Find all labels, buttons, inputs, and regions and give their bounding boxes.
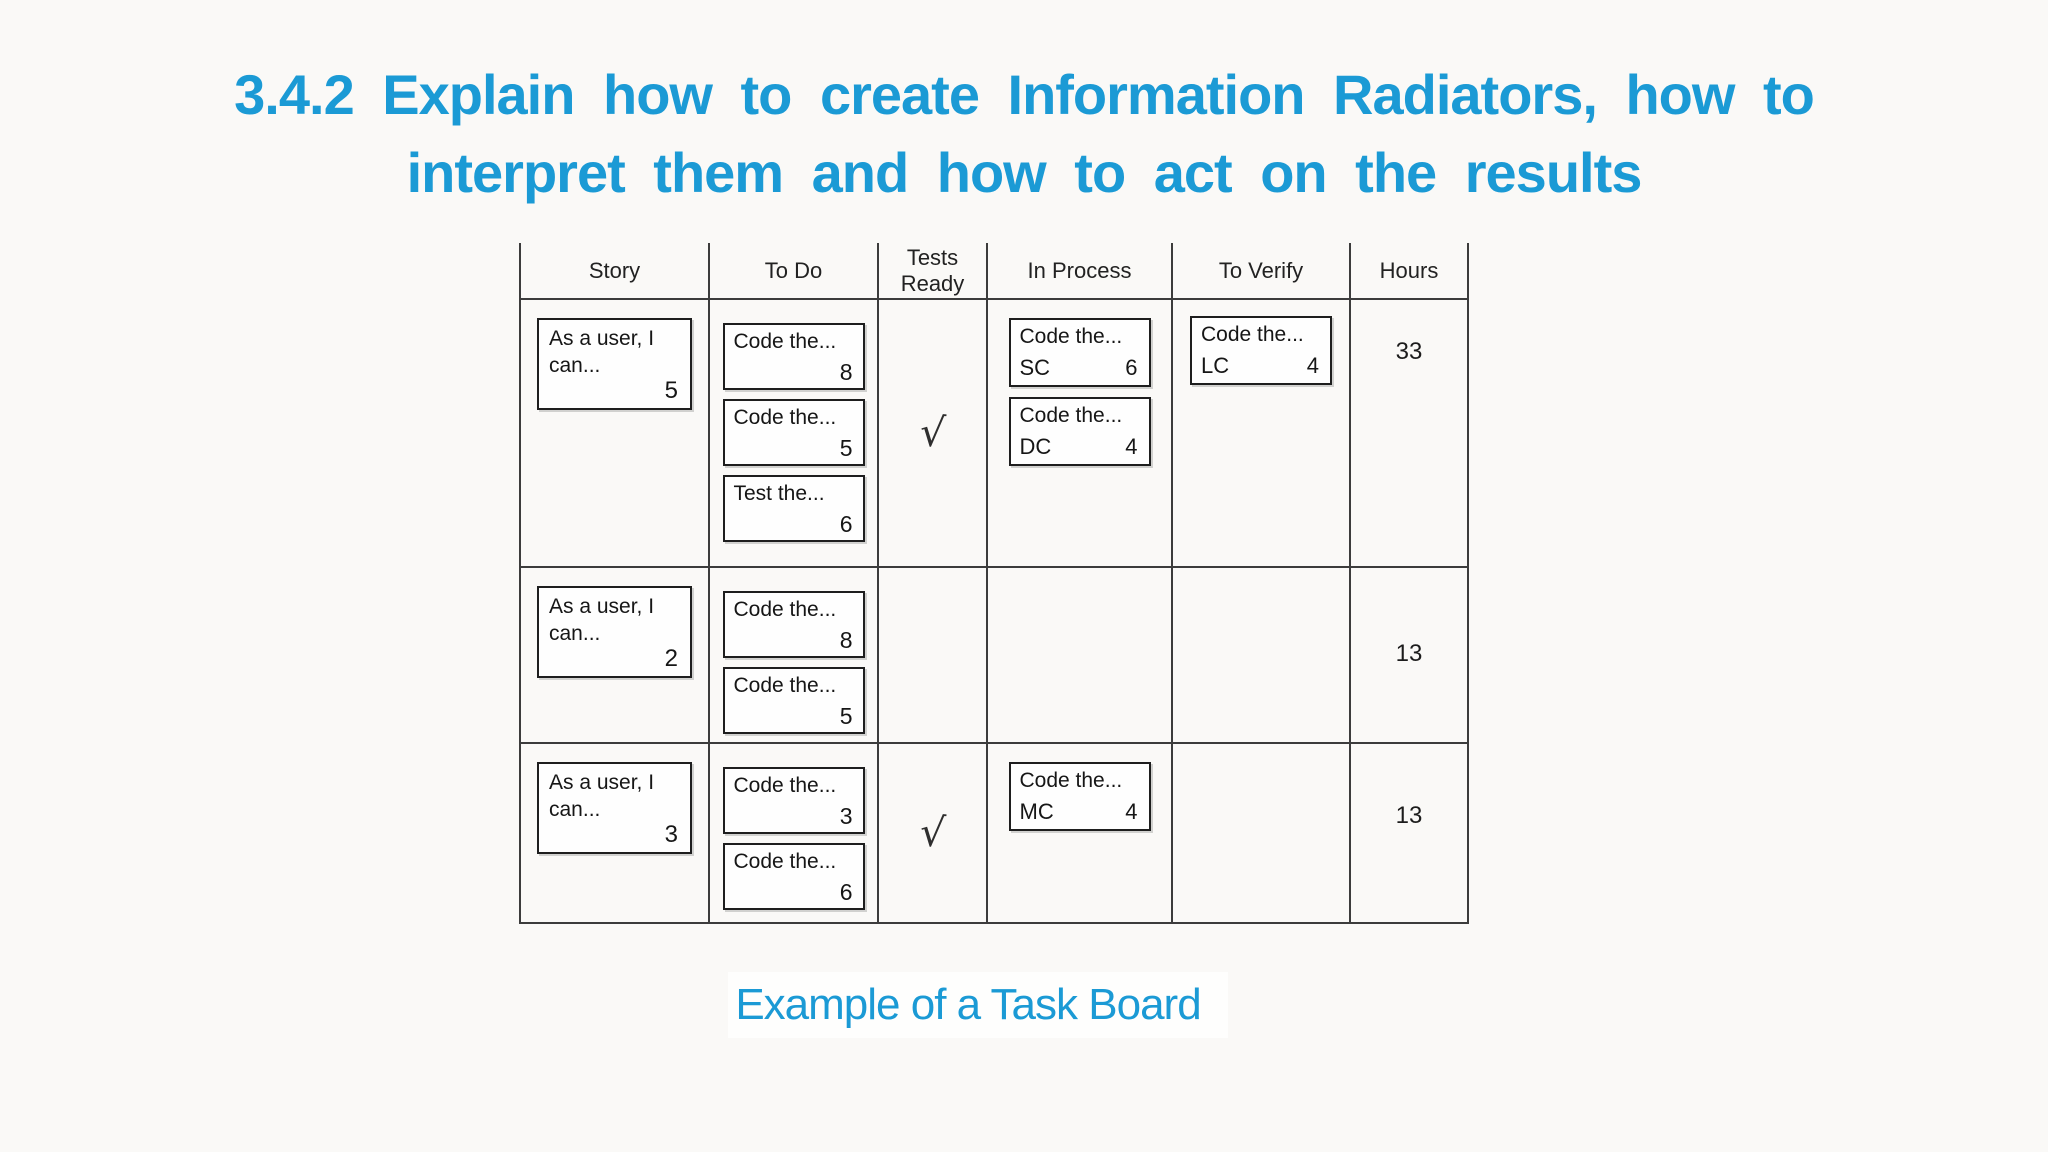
task-card-label: Code the... xyxy=(733,850,837,873)
slide-title-line2: interpret them and how to act on the res… xyxy=(406,141,1643,204)
task-card-points: 8 xyxy=(839,359,853,385)
story-cell-row3: As a user, I can... 3 xyxy=(519,744,710,924)
to-verify-cell-row2 xyxy=(1173,568,1351,744)
column-header-story: Story xyxy=(519,243,710,300)
task-card-points: 5 xyxy=(839,703,853,729)
task-card: Code the... 8 xyxy=(722,323,865,390)
hours-cell-row1: 33 xyxy=(1351,300,1469,568)
column-header-tests-ready: Tests Ready xyxy=(879,243,988,300)
tests-ready-cell-row2 xyxy=(879,568,988,744)
story-card-points: 2 xyxy=(664,645,678,672)
story-card-text-line2: can... xyxy=(549,354,601,377)
task-card-label: Code the... xyxy=(1019,325,1123,348)
story-card-text-line2: can... xyxy=(549,622,601,645)
story-card: As a user, I can... 5 xyxy=(537,318,692,410)
story-card-points: 5 xyxy=(664,377,678,404)
task-card: Code the... 5 xyxy=(722,399,865,466)
task-card-label: Code the... xyxy=(1019,769,1123,792)
task-card-points: 4 xyxy=(1125,434,1138,459)
story-card-points: 3 xyxy=(664,821,678,848)
task-card-label: Code the... xyxy=(733,406,837,429)
task-card-points: 6 xyxy=(839,511,853,537)
column-header-todo: To Do xyxy=(710,243,879,300)
task-card: Code the... SC 6 xyxy=(1008,318,1151,387)
to-verify-cell-row3 xyxy=(1173,744,1351,924)
task-card: Code the... DC 4 xyxy=(1008,397,1151,466)
in-process-cell-row1: Code the... SC 6 Code the... DC 4 xyxy=(988,300,1173,568)
task-card: Test the... 6 xyxy=(722,475,865,542)
task-card-points: 4 xyxy=(1125,799,1138,824)
tests-ready-cell-row1: √ xyxy=(879,300,988,568)
task-card-owner: SC xyxy=(1019,355,1051,380)
task-card: Code the... 3 xyxy=(722,767,865,834)
task-card-owner: DC xyxy=(1019,434,1052,459)
column-header-in-process: In Process xyxy=(988,243,1173,300)
task-card-points: 5 xyxy=(839,435,853,461)
story-card-text-line2: can... xyxy=(549,798,601,821)
task-card: Code the... MC 4 xyxy=(1008,762,1151,831)
task-card: Code the... 5 xyxy=(722,667,865,734)
todo-cell-row2: Code the... 8 Code the... 5 xyxy=(710,568,879,744)
hours-cell-row3: 13 xyxy=(1351,744,1469,924)
story-card-text-line1: As a user, I xyxy=(549,327,655,350)
task-card-points: 3 xyxy=(839,803,853,829)
slide-title: 3.4.2 Explain how to create Information … xyxy=(64,56,1984,212)
story-card: As a user, I can... 2 xyxy=(537,586,692,678)
task-card: Code the... 8 xyxy=(722,591,865,658)
task-card-label: Code the... xyxy=(733,674,837,697)
in-process-cell-row2 xyxy=(988,568,1173,744)
task-card-points: 8 xyxy=(839,627,853,653)
story-card: As a user, I can... 3 xyxy=(537,762,692,854)
todo-cell-row1: Code the... 8 Code the... 5 Test the... … xyxy=(710,300,879,568)
column-header-hours: Hours xyxy=(1351,243,1469,300)
task-card-label: Code the... xyxy=(733,598,837,621)
task-card-label: Code the... xyxy=(1019,404,1123,427)
task-card-points: 6 xyxy=(839,879,853,905)
column-header-to-verify: To Verify xyxy=(1173,243,1351,300)
story-cell-row2: As a user, I can... 2 xyxy=(519,568,710,744)
task-card-owner: MC xyxy=(1019,799,1054,824)
story-card-text-line1: As a user, I xyxy=(549,595,655,618)
check-mark-icon: √ xyxy=(918,409,947,457)
task-card-label: Code the... xyxy=(733,774,837,797)
todo-cell-row3: Code the... 3 Code the... 6 xyxy=(710,744,879,924)
task-card-label: Test the... xyxy=(733,482,825,505)
task-card: Code the... 6 xyxy=(722,843,865,910)
task-board-table: Story To Do Tests Ready In Process To Ve… xyxy=(519,243,1469,924)
story-card-text-line1: As a user, I xyxy=(549,771,655,794)
task-card-owner: LC xyxy=(1201,353,1230,378)
hours-cell-row2: 13 xyxy=(1351,568,1469,744)
tests-ready-cell-row3: √ xyxy=(879,744,988,924)
figure-caption: Example of a Task Board xyxy=(735,980,1201,1029)
to-verify-cell-row1: Code the... LC 4 xyxy=(1173,300,1351,568)
task-card-points: 6 xyxy=(1125,355,1138,380)
caption-strip xyxy=(728,972,1228,1038)
task-card-label: Code the... xyxy=(1201,323,1304,346)
story-cell-row1: As a user, I can... 5 xyxy=(519,300,710,568)
check-mark-icon: √ xyxy=(918,809,947,857)
in-process-cell-row3: Code the... MC 4 xyxy=(988,744,1173,924)
task-card-label: Code the... xyxy=(733,330,837,353)
slide-title-line1: 3.4.2 Explain how to create Information … xyxy=(234,63,1815,126)
task-card: Code the... LC 4 xyxy=(1190,316,1332,385)
task-card-points: 4 xyxy=(1306,353,1319,378)
